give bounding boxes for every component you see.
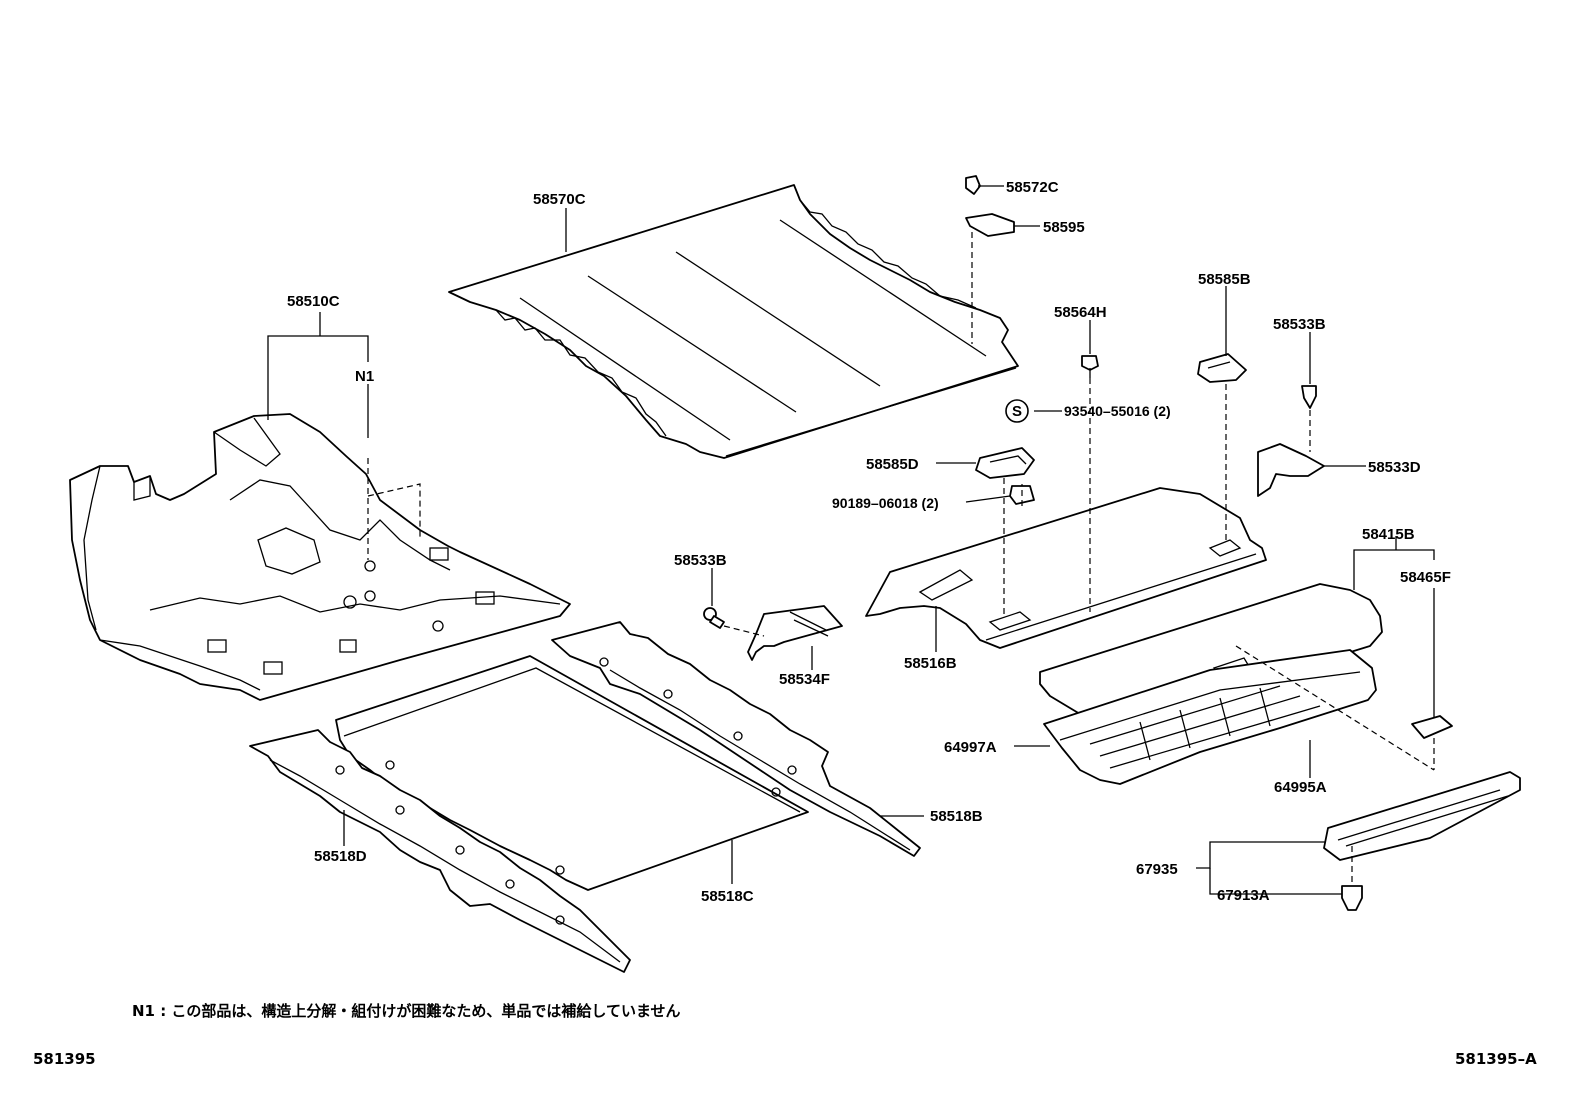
label-90189: 90189–06018 (2) <box>832 495 939 511</box>
rear-mat-58518c <box>335 655 809 891</box>
label-64995a: 64995A <box>1274 779 1327 796</box>
label-58518c: 58518C <box>701 888 754 905</box>
bracket-58595 <box>965 213 1015 237</box>
label-58585d: 58585D <box>866 456 919 473</box>
side-strip-58518d <box>249 729 631 973</box>
label-58585b: 58585B <box>1198 271 1251 288</box>
diagram-id-left: 581395 <box>33 1050 96 1068</box>
label-67913a: 67913A <box>1217 887 1270 904</box>
bracket-58533d <box>1257 443 1325 497</box>
label-58572c: 58572C <box>1006 179 1059 196</box>
label-58518d: 58518D <box>314 848 367 865</box>
service-mark-s <box>1005 399 1029 423</box>
leader-lines <box>267 185 1435 895</box>
part-labels: 58570C 58572C 58595 58585B 58564H 58533B… <box>287 179 1451 905</box>
floor-mat-58570c <box>448 184 1019 459</box>
bracket-58534f <box>747 605 843 661</box>
front-carpet-58510c <box>69 413 571 701</box>
label-58533b-left: 58533B <box>674 552 727 569</box>
label-s-mark: S <box>1012 403 1022 420</box>
grommet-58585d <box>975 447 1035 479</box>
clip-58564h <box>1081 355 1099 378</box>
clip-58533b-right <box>1301 385 1317 409</box>
label-58534f: 58534F <box>779 671 830 688</box>
label-58564h: 58564H <box>1054 304 1107 321</box>
label-58570c: 58570C <box>533 191 586 208</box>
label-58533d: 58533D <box>1368 459 1421 476</box>
label-58415b: 58415B <box>1362 526 1415 543</box>
label-93540: 93540–55016 (2) <box>1064 403 1171 419</box>
diagram-id-right: 581395–A <box>1455 1050 1537 1068</box>
label-58518b: 58518B <box>930 808 983 825</box>
storage-tray-64997a <box>1043 649 1377 785</box>
label-n1: N1 <box>355 368 374 385</box>
label-58595: 58595 <box>1043 219 1085 236</box>
supply-note: N1 : この部品は、構造上分解・組付けが困難なため、単品では補給していません <box>132 1002 681 1020</box>
side-strip-58518b <box>551 621 921 857</box>
label-58510c: 58510C <box>287 293 340 310</box>
clip-58572c <box>965 175 981 195</box>
scuff-plate-67935 <box>1323 771 1521 861</box>
grommet-58585b <box>1197 353 1247 383</box>
label-64997a: 64997A <box>944 739 997 756</box>
label-58533b-right: 58533B <box>1273 316 1326 333</box>
assembly-dashed-lines <box>367 232 1435 884</box>
label-58465f: 58465F <box>1400 569 1451 586</box>
label-58516b: 58516B <box>904 655 957 672</box>
deck-board-58516b <box>865 487 1267 649</box>
clip-58533b-left <box>703 607 725 629</box>
clip-67913a <box>1341 885 1363 911</box>
clip-58465f <box>1411 715 1453 739</box>
label-67935: 67935 <box>1136 861 1178 878</box>
